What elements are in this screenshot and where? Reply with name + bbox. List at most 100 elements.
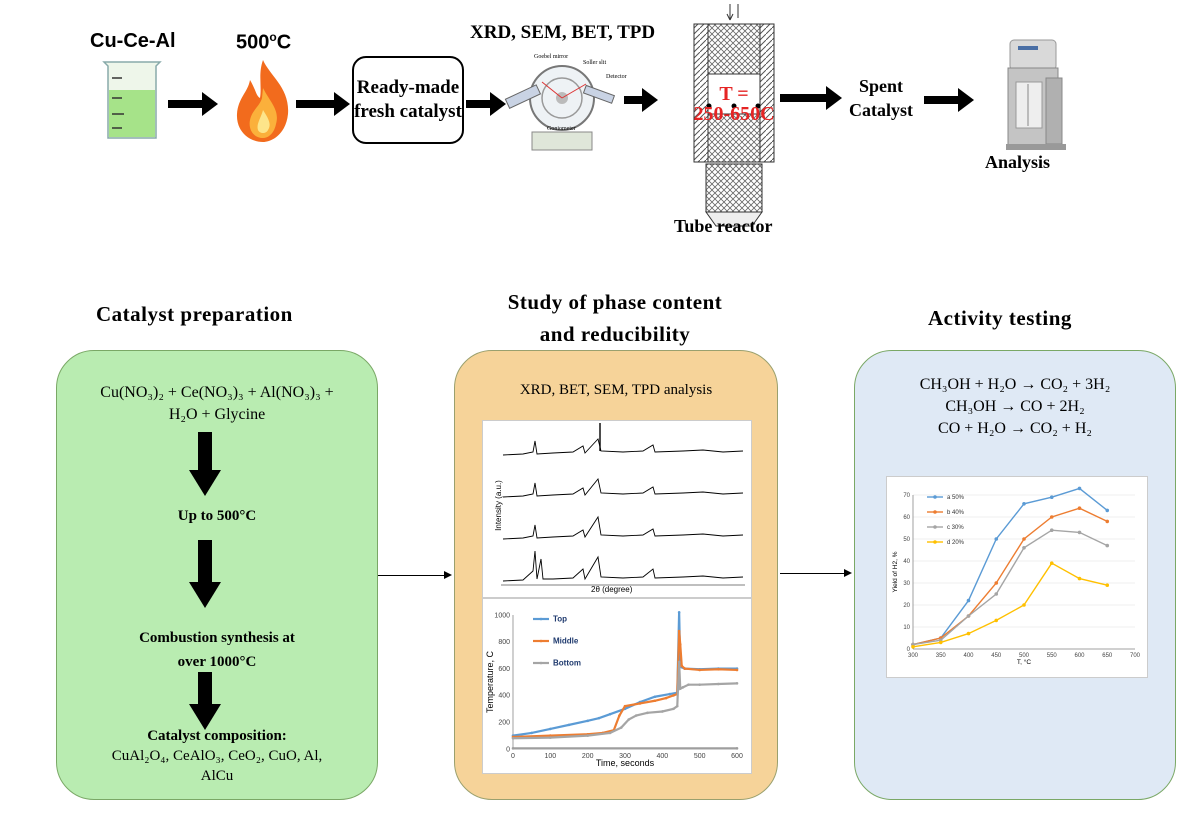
data-point <box>735 747 739 750</box>
prep-step-1: Up to 500°C <box>177 508 257 524</box>
x-tick-label: 0 <box>511 753 515 760</box>
data-point <box>1105 543 1110 548</box>
x-tick-label: 600 <box>731 753 743 760</box>
activity-equations: CH₃OH + H₂O → CO₂ + 3H₂ CH₃OH → CO + 2H₂… <box>856 374 1174 440</box>
xrd-plot <box>501 423 745 586</box>
data-point <box>1022 603 1026 607</box>
data-point <box>687 683 690 686</box>
data-point <box>1077 486 1082 491</box>
data-point <box>608 731 612 735</box>
series-line-a-50- <box>912 487 1108 646</box>
data-point <box>638 702 642 705</box>
connector-arrow-2 <box>780 569 852 577</box>
data-point <box>1049 495 1054 499</box>
x-tick-label: 300 <box>619 753 631 760</box>
arrow-3 <box>466 92 506 116</box>
data-point <box>966 614 971 618</box>
x-tick-label: 100 <box>544 753 556 760</box>
prep-arrow-3 <box>189 672 221 730</box>
data-point <box>511 736 515 740</box>
data-point <box>677 629 681 633</box>
fresh-catalyst-box: Ready-made fresh catalyst <box>352 56 464 144</box>
legend-marker <box>933 525 937 529</box>
data-point <box>627 718 631 721</box>
arrow-6 <box>924 88 974 112</box>
data-point <box>675 704 679 708</box>
legend-entry: Middle <box>553 637 579 646</box>
data-point <box>1077 506 1082 510</box>
data-point <box>1022 502 1026 506</box>
prep-step-2: Combustion synthesis at over 1000°C <box>139 630 295 670</box>
y-tick-label: 1000 <box>494 612 510 619</box>
xrd-chart: Intensity (a.u.) 2θ (degree) <box>482 420 752 598</box>
x-tick-label: 600 <box>1074 653 1085 659</box>
legend-entry: c 30% <box>947 525 964 531</box>
y-axis-label: Yield of H2, % <box>892 551 899 592</box>
data-point <box>1049 528 1054 532</box>
arrow-5 <box>780 86 842 110</box>
data-point <box>938 640 943 645</box>
xrd-pattern-2 <box>502 477 744 498</box>
diffractometer-label-d: Goniometer <box>547 126 576 132</box>
data-point <box>1022 537 1026 541</box>
x-tick-label: 400 <box>656 753 668 760</box>
arrow-1 <box>168 92 218 116</box>
data-point <box>549 727 552 731</box>
data-point <box>597 716 601 720</box>
flame-icon <box>236 60 289 142</box>
analyzer-icon <box>1006 39 1066 150</box>
series-line-bottom <box>512 661 738 740</box>
data-point <box>1049 515 1054 519</box>
legend-marker <box>539 617 543 621</box>
x-tick-label: 700 <box>1130 653 1141 659</box>
data-point <box>653 699 657 703</box>
beaker-label: Cu-Ce-Al <box>90 30 176 52</box>
data-point <box>530 731 533 735</box>
phase-title: Study of phase content and reducibility <box>507 290 723 346</box>
x-tick-label: 400 <box>963 653 974 659</box>
xrd-pattern-3 <box>502 515 744 540</box>
legend-entry: Top <box>553 615 567 624</box>
data-point <box>717 682 720 686</box>
data-point <box>698 683 701 686</box>
x-tick-label: 450 <box>991 653 1002 659</box>
data-point <box>664 696 668 700</box>
data-point <box>966 631 971 636</box>
data-point <box>1077 576 1082 581</box>
data-point <box>717 667 720 671</box>
xrd-ylabel: Intensity (a.u.) <box>493 480 503 531</box>
legend-marker <box>539 661 543 665</box>
tube-reactor-icon <box>693 4 775 227</box>
y-tick-label: 400 <box>498 693 510 700</box>
series-line-top <box>512 612 737 737</box>
reactor-temp-label: T = 250-650C <box>693 83 775 125</box>
diffractometer-label-b: Soller slit <box>583 60 607 66</box>
data-point <box>1105 508 1110 513</box>
y-tick-label: 800 <box>498 639 510 646</box>
data-point <box>567 723 571 727</box>
x-tick-label: 650 <box>1102 653 1113 659</box>
x-tick-label: 500 <box>694 753 706 760</box>
y-tick-label: 200 <box>498 720 510 727</box>
series-line-c-30- <box>912 529 1108 646</box>
y-tick-label: 60 <box>903 515 910 521</box>
data-point <box>735 668 739 672</box>
spent-catalyst-label: Spent Catalyst <box>849 76 913 120</box>
data-point <box>1049 561 1054 565</box>
equation-2: CH₃OH → CO + 2H₂ <box>945 398 1085 415</box>
y-axis-label: Temperature, C <box>485 650 495 713</box>
beaker-icon <box>102 61 162 139</box>
x-tick-label: 200 <box>582 753 594 760</box>
temp-label: 500oC <box>236 30 292 54</box>
data-point <box>1105 583 1110 587</box>
tube-reactor-label: Tube reactor <box>674 216 773 236</box>
fresh-catalyst-label: Ready-made fresh catalyst <box>354 77 462 122</box>
series-line-b-40- <box>912 507 1108 646</box>
arrow-4 <box>624 88 658 112</box>
data-point <box>661 710 664 713</box>
x-tick-label: 300 <box>908 653 919 659</box>
y-tick-label: 70 <box>903 493 910 499</box>
data-point <box>618 714 621 717</box>
